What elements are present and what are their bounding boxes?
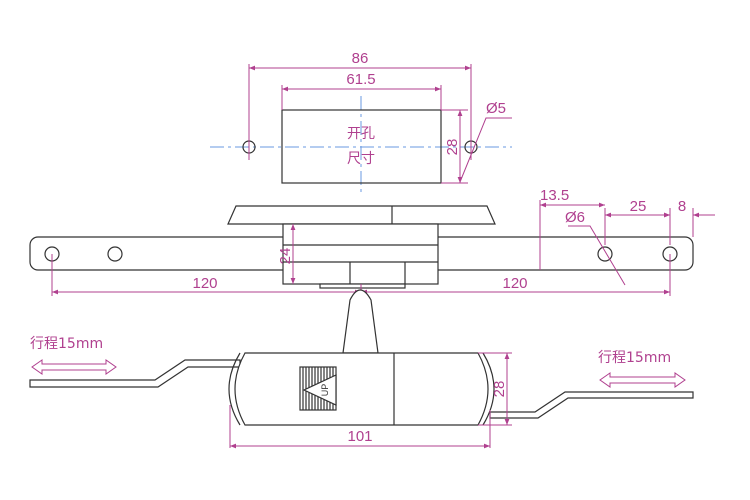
stroke-label-left: 行程15mm: [30, 336, 103, 352]
side-view: UP 28 101 行程15mm 行程15mm: [29, 289, 694, 449]
cutout-label-line2: 尺寸: [347, 151, 375, 167]
dim-120-left-label: 120: [192, 275, 217, 292]
dim-25-label: 25: [630, 198, 647, 215]
dim-28-top-label: 28: [444, 139, 461, 156]
cutout-rectangle: [281, 109, 442, 184]
dim-86-label: 86: [352, 50, 369, 67]
dim-hole-5-label: Ø5: [486, 100, 506, 117]
cutout-view: 开孔 尺寸 86 61.5 28 Ø5: [210, 50, 512, 196]
stroke-arrow-right-icon: [599, 372, 686, 388]
stroke-arrow-left-icon: [31, 359, 117, 375]
up-arrow-icon: [302, 374, 337, 406]
lock-body: [282, 223, 439, 285]
dim-13-5-label: 13.5: [540, 187, 569, 204]
lock-housing: [234, 352, 489, 426]
dim-24-label: 24: [277, 248, 294, 265]
dim-101-label: 101: [347, 428, 372, 445]
bar-hole: [107, 246, 123, 262]
cutout-label-line1: 开孔: [347, 126, 375, 142]
dim-61-5-label: 61.5: [346, 71, 375, 88]
handle: [342, 289, 379, 354]
dim-hole-6-label: Ø6: [565, 209, 585, 226]
flange: [227, 205, 496, 225]
bar-hole: [597, 246, 613, 262]
up-label: UP: [320, 384, 330, 397]
dim-28-bottom-label: 28: [491, 381, 508, 398]
bar-view: 24 120 120 13.5 25 8 Ø6: [29, 187, 715, 296]
dim-8-label: 8: [678, 198, 686, 215]
dim-120-right-label: 120: [502, 275, 527, 292]
stroke-label-right: 行程15mm: [598, 350, 671, 366]
right-rod: [489, 391, 694, 419]
